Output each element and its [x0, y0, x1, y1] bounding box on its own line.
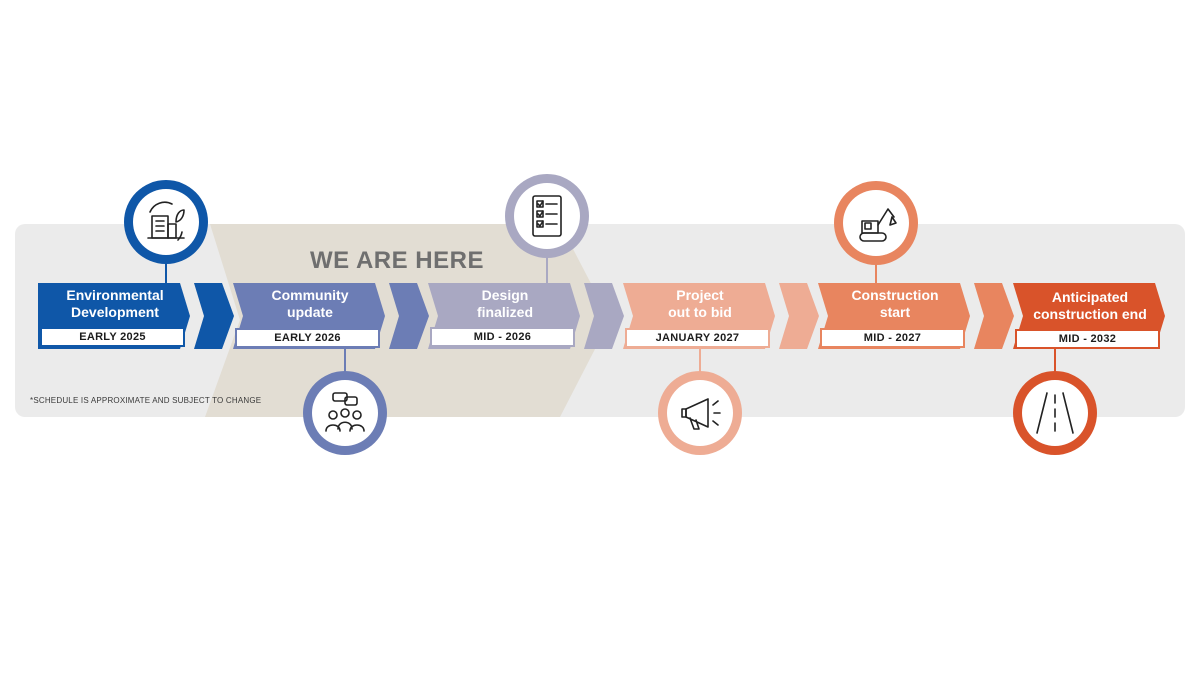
stage-3-title-line: Design — [481, 287, 529, 303]
stage-2-title-line: Community — [271, 287, 349, 303]
stage-6-date: MID - 2032 — [1015, 329, 1160, 349]
building-leaf-cycle-icon — [147, 201, 185, 241]
stage-4-title-line: Project — [676, 287, 724, 303]
stage-2-title-line: update — [287, 304, 333, 320]
stage-3-icon-disc — [514, 183, 580, 249]
stage-4-connector-arrow — [779, 283, 819, 349]
stage-3-connector-arrow — [584, 283, 624, 349]
stage-1-date: EARLY 2025 — [40, 327, 185, 347]
stage-5-title-line: Construction — [851, 287, 939, 303]
excavator-icon — [859, 208, 897, 242]
we-are-here-label: WE ARE HERE — [310, 247, 484, 274]
stage-5-icon-disc — [843, 190, 909, 256]
stage-1-connector-arrow — [194, 283, 234, 349]
stage-2-date: EARLY 2026 — [235, 328, 380, 348]
stage-2-connector-arrow — [389, 283, 429, 349]
stage-3-title-line: finalized — [476, 304, 533, 320]
stage-3-date: MID - 2026 — [430, 327, 575, 347]
road-icon — [1036, 392, 1074, 434]
stage-1-icon-disc — [133, 189, 199, 255]
stage-6-title-line: construction end — [1033, 306, 1147, 322]
stage-4-date: JANUARY 2027 — [625, 328, 770, 348]
stage-6-title-line: Anticipated — [1051, 289, 1129, 305]
stage-2-icon-disc — [312, 380, 378, 446]
people-chat-icon — [325, 392, 365, 432]
schedule-footnote: *SCHEDULE IS APPROXIMATE AND SUBJECT TO … — [30, 396, 262, 405]
stage-4-icon-disc — [667, 380, 733, 446]
megaphone-icon — [681, 398, 721, 430]
stage-4-title-line: out to bid — [668, 304, 732, 320]
stage-1-title-line: Development — [71, 304, 159, 320]
stage-5-date: MID - 2027 — [820, 328, 965, 348]
checklist-document-icon — [532, 195, 562, 237]
stage-1-title-line: Environmental — [66, 287, 164, 303]
stage-5-connector-arrow — [974, 283, 1014, 349]
stage-5-title-line: start — [879, 304, 911, 320]
